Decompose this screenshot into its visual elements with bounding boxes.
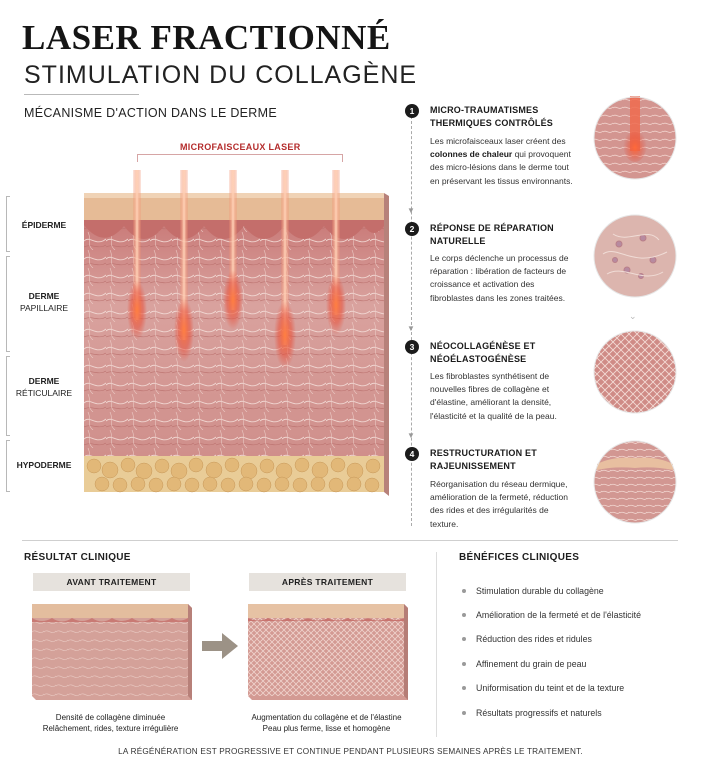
step-4-text: Réorganisation du réseau dermique, améli… (430, 479, 568, 529)
bullet-icon (462, 612, 466, 617)
benefits-title: BÉNÉFICES CLINIQUES (459, 552, 580, 563)
step-arrow-3: ▼ (407, 431, 415, 440)
step-4-number: 4 (405, 447, 419, 461)
thumb-restructured-skin (593, 440, 677, 524)
thumb-new-collagen-fibers (593, 330, 677, 414)
skin-cross-section (84, 170, 389, 496)
benefit-item: Amélioration de la fermeté et de l'élast… (462, 610, 641, 620)
step-2-title: RÉPONSE DE RÉPARATION NATURELLE (430, 223, 554, 246)
column-divider (436, 552, 437, 737)
result-title: RÉSULTAT CLINIQUE (24, 552, 131, 563)
step-1-title: MICRO-TRAUMATISMES THERMIQUES CONTRÔLÉS (430, 105, 554, 128)
after-skin-block (248, 604, 408, 700)
arrow-right-icon (202, 633, 238, 659)
steps-connector-line (411, 116, 412, 526)
step-1-text: Les microfaisceaux laser créent des colo… (430, 136, 573, 186)
step-2-text: Le corps déclenche un processus de répar… (430, 253, 569, 303)
layer-label-hypoderme: HYPODERME (16, 460, 72, 470)
benefit-item: Réduction des rides et ridules (462, 634, 592, 644)
derme-papillaire-bracket (6, 256, 10, 352)
chevron-down-icon: ⌄ (629, 311, 637, 321)
benefit-item: Uniformisation du teint et de la texture (462, 683, 624, 693)
thumb-thermal-columns (593, 96, 677, 180)
step-2-number: 2 (405, 222, 419, 236)
laser-label: MICROFAISCEAUX LASER (180, 142, 301, 152)
laser-bracket (137, 154, 343, 162)
before-banner: AVANT TRAITEMENT (33, 573, 190, 591)
step-1-number: 1 (405, 104, 419, 118)
mechanism-heading: MÉCANISME D'ACTION DANS LE DERME (24, 106, 277, 120)
title-divider (24, 94, 139, 95)
after-caption: Augmentation du collagène et de l'élasti… (251, 713, 402, 733)
title-main: LASER FRACTIONNÉ (22, 18, 391, 57)
benefit-item: Stimulation durable du collagène (462, 586, 604, 596)
step-arrow-1: ▼ (407, 206, 415, 215)
bullet-icon (462, 636, 466, 641)
bullet-icon (462, 588, 466, 593)
section-divider (22, 540, 678, 541)
after-banner: APRÈS TRAITEMENT (249, 573, 406, 591)
footer-note: LA RÉGÉNÉRATION EST PROGRESSIVE ET CONTI… (118, 747, 583, 756)
step-3-text: Les fibroblastes synthétisent de nouvell… (430, 371, 557, 421)
benefit-item: Affinement du grain de peau (462, 659, 586, 669)
bullet-icon (462, 661, 466, 666)
step-3-number: 3 (405, 340, 419, 354)
step-3-title: NÉOCOLLAGÉNÈSE ET NÉOÉLASTOGÉNÈSE (430, 341, 536, 364)
before-skin-block (32, 604, 192, 700)
bullet-icon (462, 710, 466, 715)
bullet-icon (462, 685, 466, 690)
layer-label-epiderme: ÉPIDERME (21, 220, 67, 230)
title-sub: STIMULATION DU COLLAGÈNE (24, 61, 418, 89)
derme-reticulaire-bracket (6, 356, 10, 436)
thumb-fibroblast-activation (593, 214, 677, 298)
step-4-title: RESTRUCTURATION ET RAJEUNISSEMENT (430, 448, 537, 471)
epiderme-bracket (6, 196, 10, 252)
benefit-item: Résultats progressifs et naturels (462, 708, 602, 718)
step-arrow-2: ▼ (407, 324, 415, 333)
hypoderme-bracket (6, 440, 10, 492)
